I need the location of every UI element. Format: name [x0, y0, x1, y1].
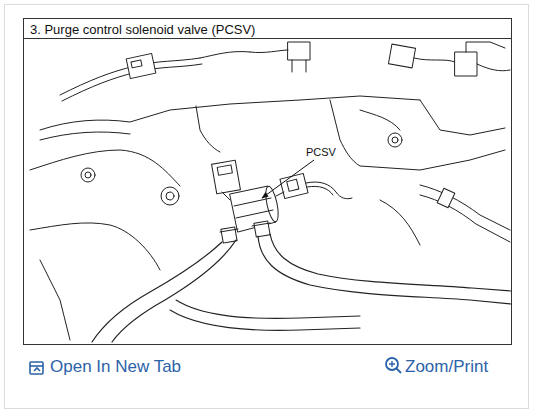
link-text: Zoom/Print	[405, 357, 488, 377]
card-frame	[5, 5, 529, 409]
engine-line-art	[30, 42, 511, 342]
zoom-icon	[386, 358, 401, 373]
part-label: PCSV	[304, 146, 338, 159]
link-text: Open In New Tab	[50, 357, 181, 377]
title-rule	[24, 38, 512, 39]
figure-box	[24, 19, 512, 345]
leader-line	[262, 160, 314, 198]
new-tab-icon	[30, 362, 43, 374]
figure-title: 3. Purge control solenoid valve (PCSV)	[30, 22, 255, 37]
